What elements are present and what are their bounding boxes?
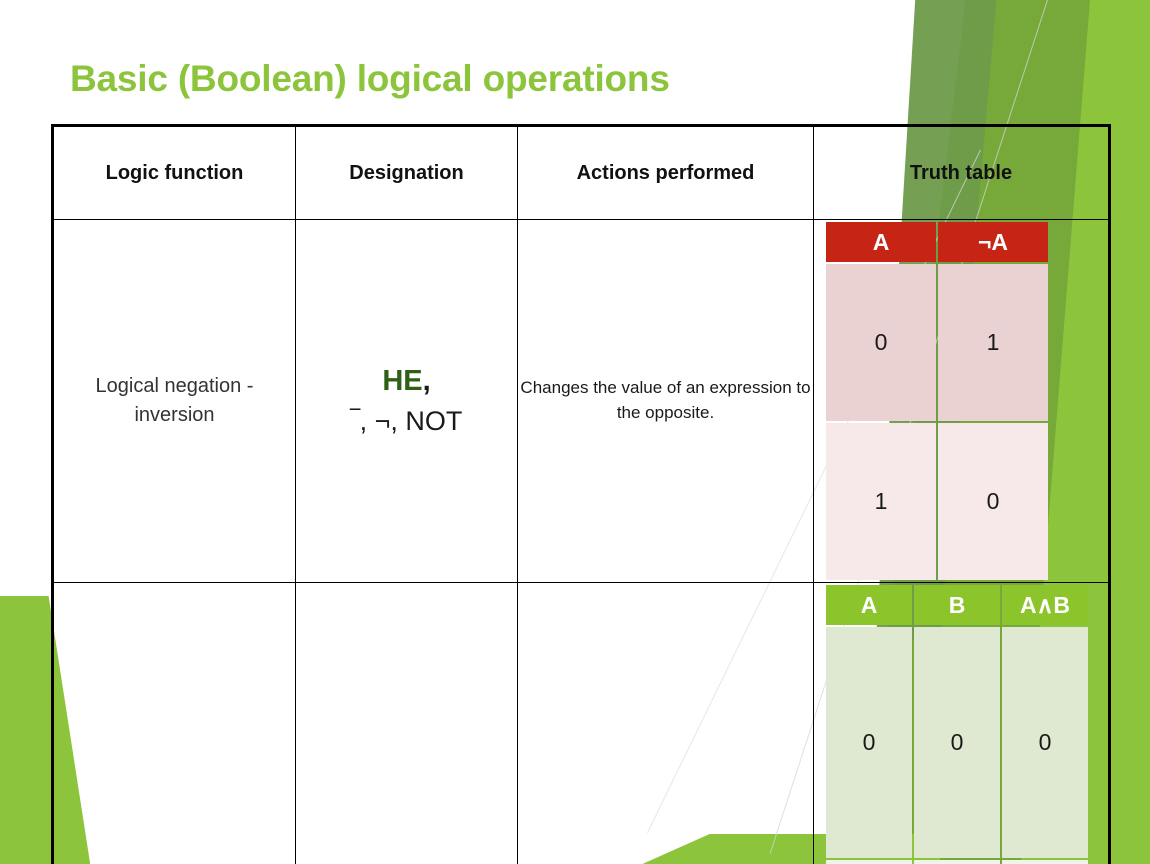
designation-alt-not: ‾, ¬, NOT — [350, 406, 463, 437]
and-truth-table: A B A∧B 0 0 0 0 — [824, 583, 1090, 864]
truth-col-anb: A∧B — [1002, 585, 1088, 625]
logic-function-conjunction: Boolean multiplication - conjunction — [52, 582, 296, 864]
truth-data-row: 0 0 0 — [826, 627, 1088, 858]
column-header-actions-performed: Actions performed — [517, 125, 814, 220]
truth-cell: 0 — [914, 627, 1000, 858]
logical-operations-table: Logic function Designation Actions perfo… — [51, 124, 1111, 864]
not-truth-table: A ¬A 0 1 1 0 — [824, 220, 1050, 582]
action-negation: Changes the value of an expression to th… — [517, 219, 814, 583]
truth-data-row: 0 1 — [826, 264, 1048, 421]
truth-cell: 0 — [826, 627, 912, 858]
truth-table-cell-and: A B A∧B 0 0 0 0 — [813, 582, 1110, 864]
designation-conjunction: И, ▪, ∧, AND, & — [295, 582, 518, 864]
logic-function-negation: Logical negation - inversion — [52, 219, 296, 583]
truth-head-row-not: A ¬A — [826, 222, 1048, 262]
truth-cell: 0 — [938, 423, 1048, 580]
truth-host-not: A ¬A 0 1 1 0 — [814, 220, 1108, 582]
truth-data-row: 1 0 — [826, 423, 1048, 580]
column-header-logic-function: Logic function — [52, 125, 296, 220]
truth-head-row-and: A B A∧B — [826, 585, 1088, 625]
truth-col-a: A — [826, 222, 936, 262]
table-row: Logical negation - inversion НЕ, ‾, ¬, N… — [52, 219, 1110, 583]
designation-negation: НЕ, ‾, ¬, NOT — [295, 219, 518, 583]
green-band-right-edge — [1106, 0, 1150, 864]
truth-cell: 1 — [914, 860, 1000, 864]
action-conjunction: Binds 2 logical expressions and returns … — [517, 582, 814, 864]
truth-host-and: A B A∧B 0 0 0 0 — [814, 583, 1108, 864]
truth-cell: 0 — [826, 264, 936, 421]
truth-col-a: A — [826, 585, 912, 625]
truth-col-na: ¬A — [938, 222, 1048, 262]
table-row: Boolean multiplication - conjunction И, … — [52, 582, 1110, 864]
table-header-row: Logic function Designation Actions perfo… — [52, 125, 1110, 220]
truth-cell: 1 — [938, 264, 1048, 421]
page-title: Basic (Boolean) logical operations — [70, 58, 670, 99]
truth-cell: 1 — [826, 423, 936, 580]
column-header-truth-table: Truth table — [813, 125, 1110, 220]
truth-data-row: 0 1 0 — [826, 860, 1088, 864]
truth-cell: 0 — [1002, 627, 1088, 858]
truth-cell: 0 — [826, 860, 912, 864]
column-header-designation: Designation — [295, 125, 518, 220]
truth-cell: 0 — [1002, 860, 1088, 864]
truth-table-cell-not: A ¬A 0 1 1 0 — [813, 219, 1110, 583]
designation-main-not: НЕ, — [382, 365, 431, 398]
truth-col-b: B — [914, 585, 1000, 625]
